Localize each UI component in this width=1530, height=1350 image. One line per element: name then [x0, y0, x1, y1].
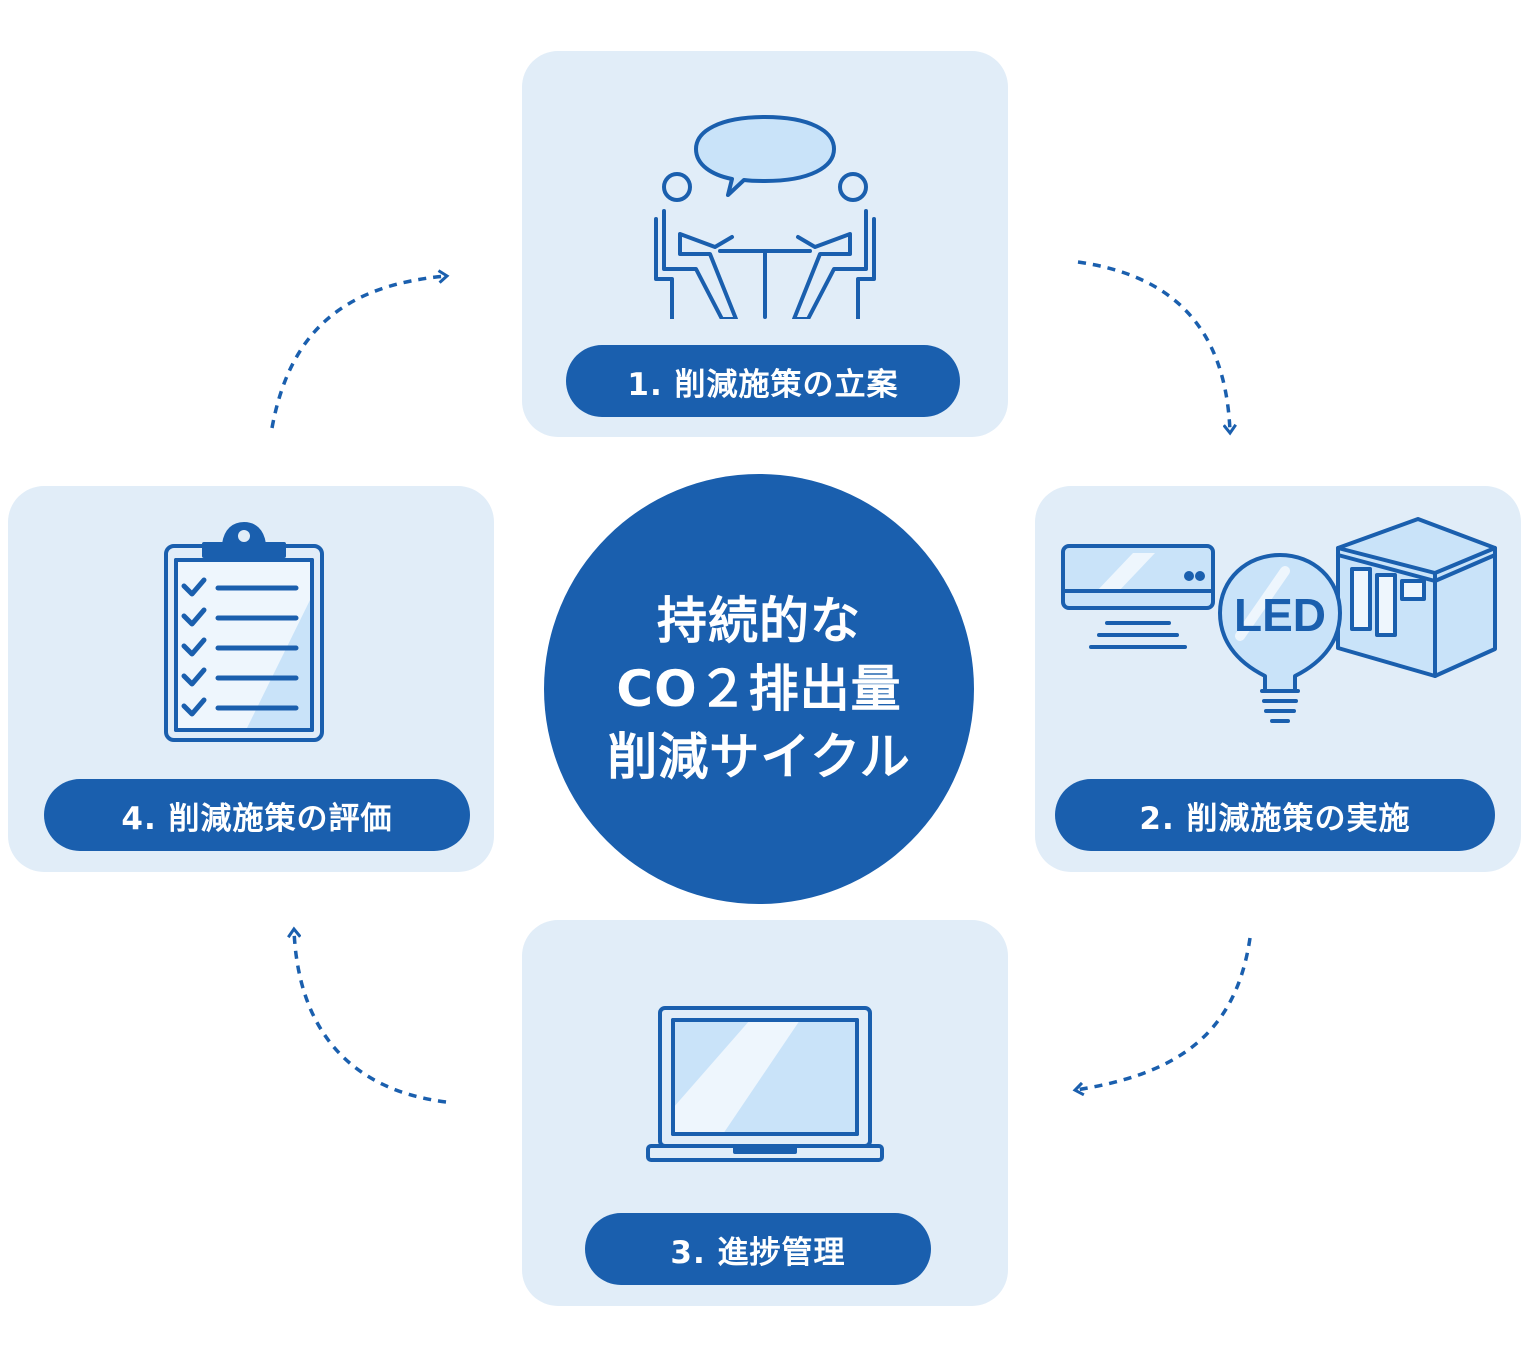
- meeting-icon: [654, 115, 876, 319]
- equipment-icon: LED: [1061, 517, 1497, 723]
- arrow-step1-to-step2: [1077, 260, 1230, 432]
- clipboard-checklist-icon: [164, 522, 324, 742]
- cycle-title-line-3: 削減サイクル: [607, 728, 911, 786]
- arrow-step2-to-step3: [1076, 937, 1252, 1090]
- step-card-progress: 3. 進捗管理: [522, 920, 1008, 1306]
- step-label-planning: 1. 削減施策の立案: [566, 345, 960, 417]
- arrow-step4-to-step1: [270, 276, 446, 429]
- arrow-step3-to-step4: [294, 930, 447, 1104]
- cycle-title-line-2: CO２排出量: [616, 660, 902, 718]
- led-label: LED: [1234, 589, 1326, 641]
- laptop-icon: [646, 1006, 884, 1162]
- step-card-evaluation: 4. 削減施策の評価: [8, 486, 494, 872]
- step-card-planning: 1. 削減施策の立案: [522, 51, 1008, 437]
- step-label-implementation: 2. 削減施策の実施: [1055, 779, 1495, 851]
- step-label-evaluation: 4. 削減施策の評価: [44, 779, 470, 851]
- step-card-implementation: LED 2. 削減施策の実施: [1035, 486, 1521, 872]
- cycle-title-circle: 持続的な CO２排出量 削減サイクル: [544, 474, 974, 904]
- led-bulb-icon: [1218, 553, 1342, 723]
- container-icon: [1336, 517, 1497, 678]
- air-conditioner-icon: [1061, 544, 1215, 649]
- step-label-progress: 3. 進捗管理: [585, 1213, 931, 1285]
- cycle-title-line-1: 持続的な: [657, 592, 861, 650]
